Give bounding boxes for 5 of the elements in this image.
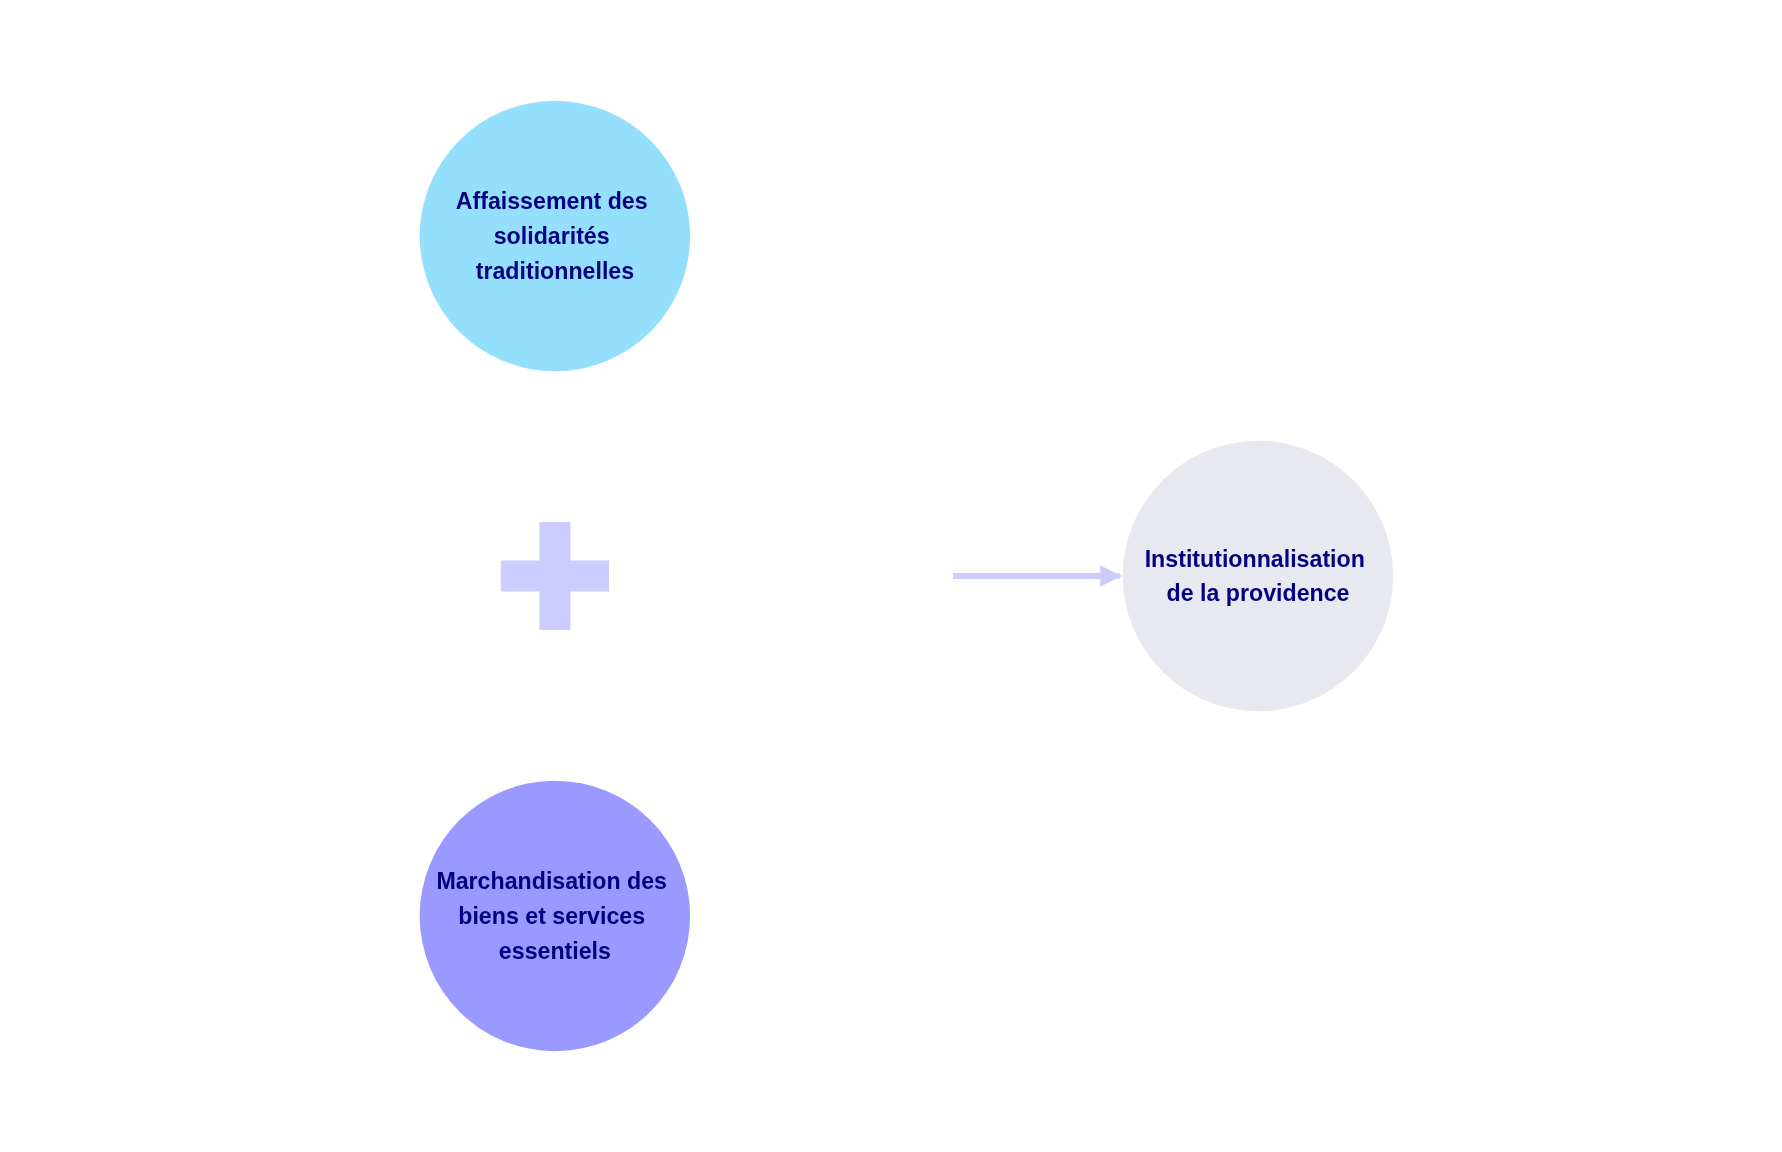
- ellipse-node: Affaissement des solidarités traditionnelles: [419, 100, 691, 372]
- ellipse-node: Marchandisation des biens et services essentiels: [419, 780, 691, 1052]
- arrow: [952, 565, 1122, 587]
- plus-sign: [500, 521, 609, 631]
- ellipse-node: Institutionnalisation de la providence: [1122, 440, 1394, 712]
